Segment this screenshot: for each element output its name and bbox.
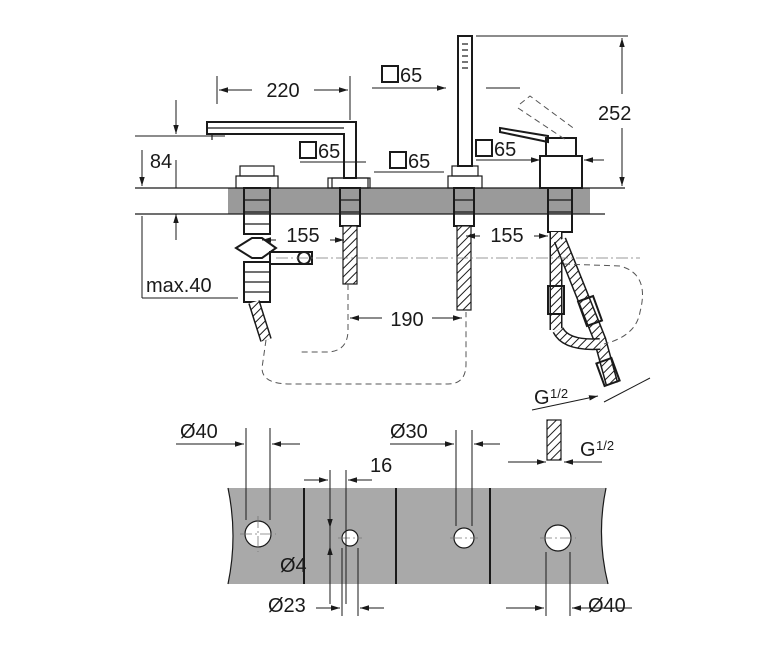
spout-reach-dimension: 220 [216, 76, 351, 120]
pin-dia-dimension: Ø4 [280, 500, 333, 577]
tap-left-square-size: 65 [299, 141, 366, 163]
spout-square-label: 65 [400, 65, 422, 87]
spout-reach-label: 220 [266, 80, 299, 102]
hole-left-label: Ø40 [180, 421, 218, 443]
valve-spacing-label: 190 [390, 309, 423, 331]
handshower [447, 35, 483, 189]
hose-clearance-left: 155 [262, 225, 344, 247]
handshower-height-dimension: 252 [476, 35, 631, 186]
max-deck-thickness-label: max.40 [146, 275, 212, 297]
mixer-square-label: 65 [494, 139, 516, 161]
hose-loop-mid [300, 284, 349, 353]
hole-small-dimension: Ø23 [268, 548, 384, 617]
tap-mid-square-label: 65 [408, 151, 430, 173]
tap-mid-square-size: 65 [374, 151, 444, 173]
pin-dia-label: Ø4 [280, 555, 307, 577]
hose-clearance-right: 155 [466, 225, 548, 247]
hole-small-label: Ø23 [268, 595, 306, 617]
hole-right-dimension: Ø40 [506, 552, 632, 617]
hose-loop-left [261, 312, 467, 385]
hoses [248, 232, 621, 388]
hole-left-dimension: Ø40 [176, 421, 300, 520]
under-deck-valves [234, 187, 573, 311]
deck-height-label: 84 [150, 151, 172, 173]
plan-view: Ø40 Ø30 16 Ø4 [176, 421, 632, 617]
deck-slab [135, 187, 625, 215]
hole-mid-label: Ø30 [390, 421, 428, 443]
hose-clearance-left-label: 155 [286, 225, 319, 247]
thread-upper: G 1/2 [531, 377, 651, 411]
thread-upper-fraction: 1/2 [550, 386, 568, 401]
thread-lower-fraction: 1/2 [596, 438, 614, 453]
pin-offset-dimension: 16 [304, 455, 392, 604]
pin-offset-label: 16 [370, 455, 392, 477]
hole-left [240, 516, 276, 552]
side-view: 84 max.40 220 65 65 [135, 35, 651, 411]
hose-loop-right [563, 263, 643, 345]
handshower-height-label: 252 [598, 103, 631, 125]
hole-mid [450, 527, 478, 549]
tap-left-square-label: 65 [318, 141, 340, 163]
valve-spacing-dimension: 190 [350, 309, 462, 331]
hole-right [540, 524, 576, 552]
thread-upper-letter: G [534, 387, 550, 409]
hole-mid-dimension: Ø30 [390, 421, 500, 526]
mixer-square-size: 65 [475, 139, 604, 163]
tap-left-rosette [331, 177, 369, 189]
deck-height-dimension: 84 max.40 [135, 100, 238, 299]
spout-square-size: 65 [372, 65, 520, 91]
thread-lower-letter: G [580, 439, 596, 461]
hose-clearance-right-label: 155 [490, 225, 523, 247]
deck-panel [228, 488, 608, 584]
hole-right-label: Ø40 [588, 595, 626, 617]
lower-connection: G 1/2 [508, 419, 614, 465]
